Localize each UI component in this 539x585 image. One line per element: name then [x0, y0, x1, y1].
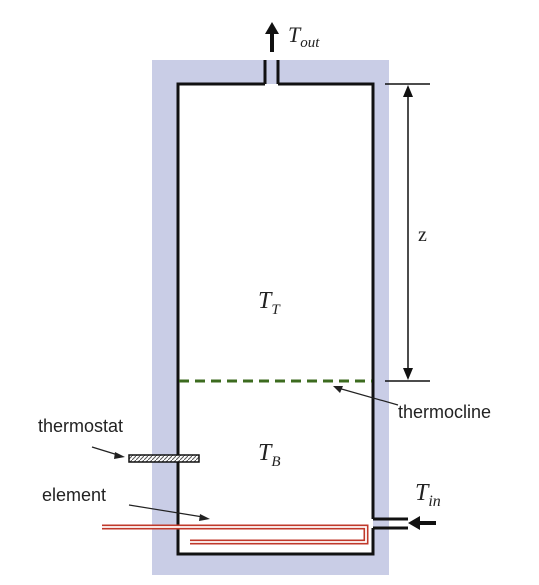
tank-interior — [178, 84, 373, 554]
arrow-left-icon — [408, 516, 420, 530]
outlet-pipe — [263, 60, 280, 84]
thermostat-label: thermostat — [38, 416, 123, 436]
t-bottom-label: TB — [258, 440, 281, 470]
z-arrow-down — [403, 368, 413, 380]
thermocline-label: thermocline — [398, 402, 491, 422]
thermocline-pointer — [337, 387, 399, 406]
thermocline-pointer-head — [333, 386, 343, 393]
t-top-label: TT — [258, 288, 281, 318]
z-arrow-up — [403, 85, 413, 97]
element-label: element — [42, 485, 106, 505]
heating-element-core — [102, 526, 367, 543]
element-pointer — [128, 504, 204, 518]
thermostat-pointer — [91, 446, 119, 456]
tank-wall — [176, 82, 375, 556]
inlet-pipe — [373, 517, 408, 530]
arrow-up-icon — [265, 22, 279, 34]
thermostat-probe-icon — [128, 454, 200, 463]
thermostat-pointer-head — [114, 452, 125, 459]
z-label: z — [418, 224, 427, 246]
t-in-label: Tin — [415, 480, 441, 510]
element-pointer-head — [199, 514, 210, 521]
t-out-label: Tout — [288, 22, 320, 51]
